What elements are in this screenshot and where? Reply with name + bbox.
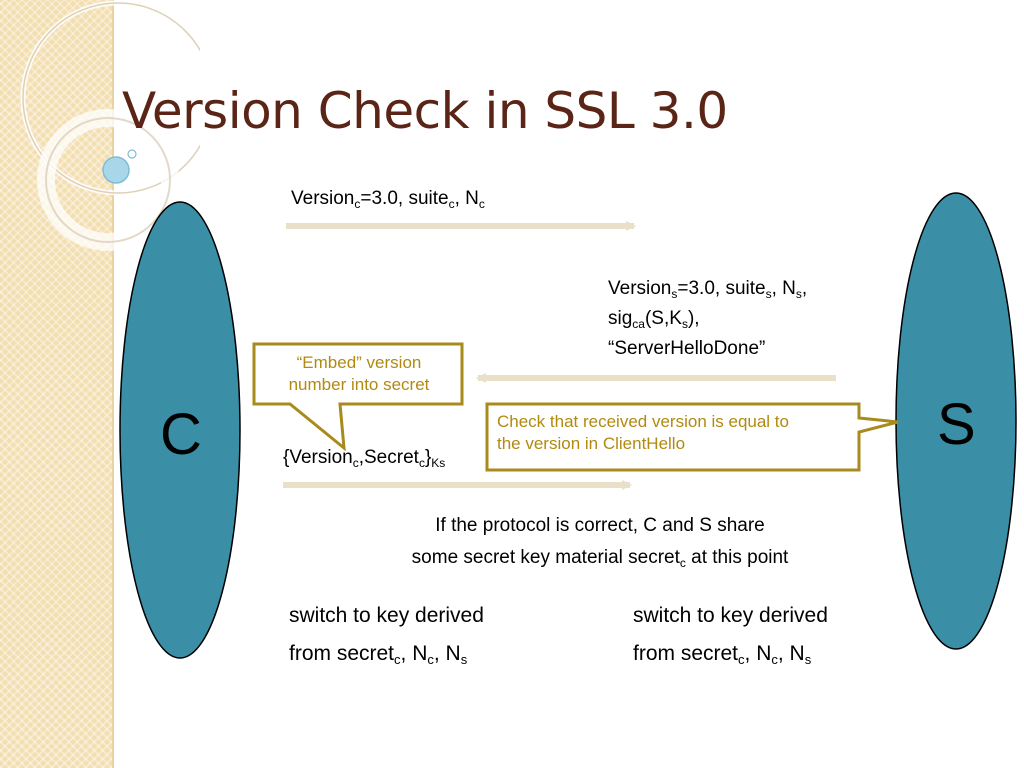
client-hello-message: Versionc=3.0, suitec, Nc	[291, 188, 485, 211]
server-hello-line1: Versions=3.0, suites, Ns,	[608, 278, 808, 301]
server-label: S	[937, 392, 976, 457]
shared-secret-text: If the protocol is correct, C and S shar…	[411, 515, 789, 570]
client-switch-key-text: switch to key derived from secretc, Nc, …	[289, 604, 484, 667]
client-label: C	[160, 402, 202, 467]
embed-callout-text: “Embed” version number into secret	[288, 353, 430, 394]
server-hello-line2: sigca(S,Ks),	[608, 308, 700, 331]
client-ellipse	[119, 201, 241, 659]
decorative-circles	[20, 0, 200, 251]
server-switch-key-text: switch to key derived from secretc, Nc, …	[633, 604, 828, 667]
server-hello-line3: “ServerHelloDone”	[608, 338, 766, 359]
check-callout-box	[485, 402, 899, 472]
check-callout-text: Check that received version is equal to …	[497, 412, 789, 453]
key-exchange-message: {Versionc,Secretc}Ks	[283, 447, 446, 470]
server-hello-message: Versions=3.0, suites, Ns, sigca(S,Ks), “…	[608, 274, 807, 364]
embed-callout-box	[252, 342, 464, 452]
slide-title: Version Check in SSL 3.0	[122, 82, 728, 140]
